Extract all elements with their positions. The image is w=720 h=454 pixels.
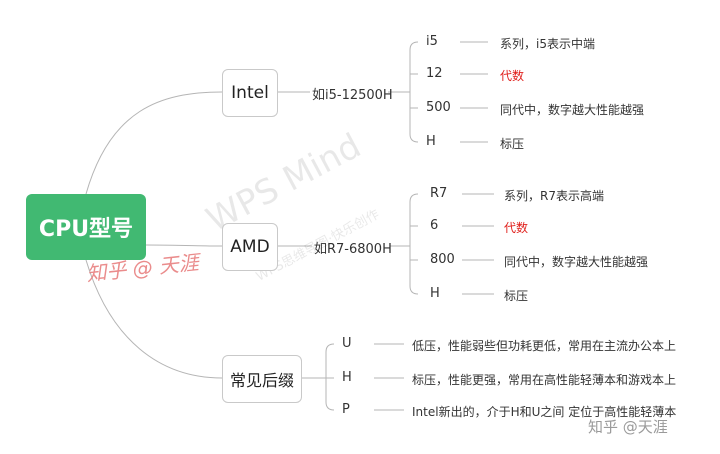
- suffix-leaf-desc: 标压，性能更强，常用在高性能轻薄本和游戏本上: [412, 373, 677, 387]
- amd-leaf-code[interactable]: H: [430, 286, 440, 301]
- suffix-leaf-desc: Intel新出的，介于H和U之间 定位于高性能轻薄本: [412, 405, 677, 419]
- suffix-leaf-code[interactable]: P: [342, 402, 350, 417]
- zhihu-watermark: 知乎 @天涯: [588, 418, 668, 436]
- amd-leaf-code[interactable]: R7: [430, 186, 448, 201]
- intel-leaf-desc: 同代中，数字越大性能越强: [500, 103, 645, 117]
- intel-leaf-desc: 标压: [500, 137, 525, 151]
- amd-leaf-code[interactable]: 800: [430, 252, 455, 267]
- suffix-leaf-code[interactable]: H: [342, 370, 352, 385]
- branch-intel[interactable]: Intel: [222, 69, 278, 117]
- amd-leaf-desc: 系列，R7表示高端: [504, 189, 604, 203]
- intel-leaf-desc: 代数: [500, 69, 525, 83]
- intel-leaf-code[interactable]: H: [426, 134, 436, 149]
- intel-leaf-code[interactable]: i5: [426, 34, 438, 49]
- amd-leaf-desc: 标压: [504, 289, 529, 303]
- suffix-leaf-code[interactable]: U: [342, 336, 352, 351]
- branch-common-suffix[interactable]: 常见后缀: [222, 355, 302, 403]
- amd-leaf-code[interactable]: 6: [430, 218, 439, 233]
- amd-example[interactable]: 如R7-6800H: [314, 242, 392, 257]
- intel-leaf-code[interactable]: 12: [426, 66, 443, 81]
- intel-leaf-code[interactable]: 500: [426, 100, 451, 115]
- intel-leaf-desc: 系列，i5表示中端: [500, 37, 595, 51]
- intel-example[interactable]: 如i5-12500H: [312, 88, 393, 103]
- amd-leaf-desc: 代数: [504, 221, 529, 235]
- amd-leaf-desc: 同代中，数字越大性能越强: [504, 255, 649, 269]
- suffix-leaf-desc: 低压，性能弱些但功耗更低，常用在主流办公本上: [412, 339, 677, 353]
- root-node[interactable]: CPU型号: [26, 194, 146, 260]
- branch-amd[interactable]: AMD: [222, 223, 278, 271]
